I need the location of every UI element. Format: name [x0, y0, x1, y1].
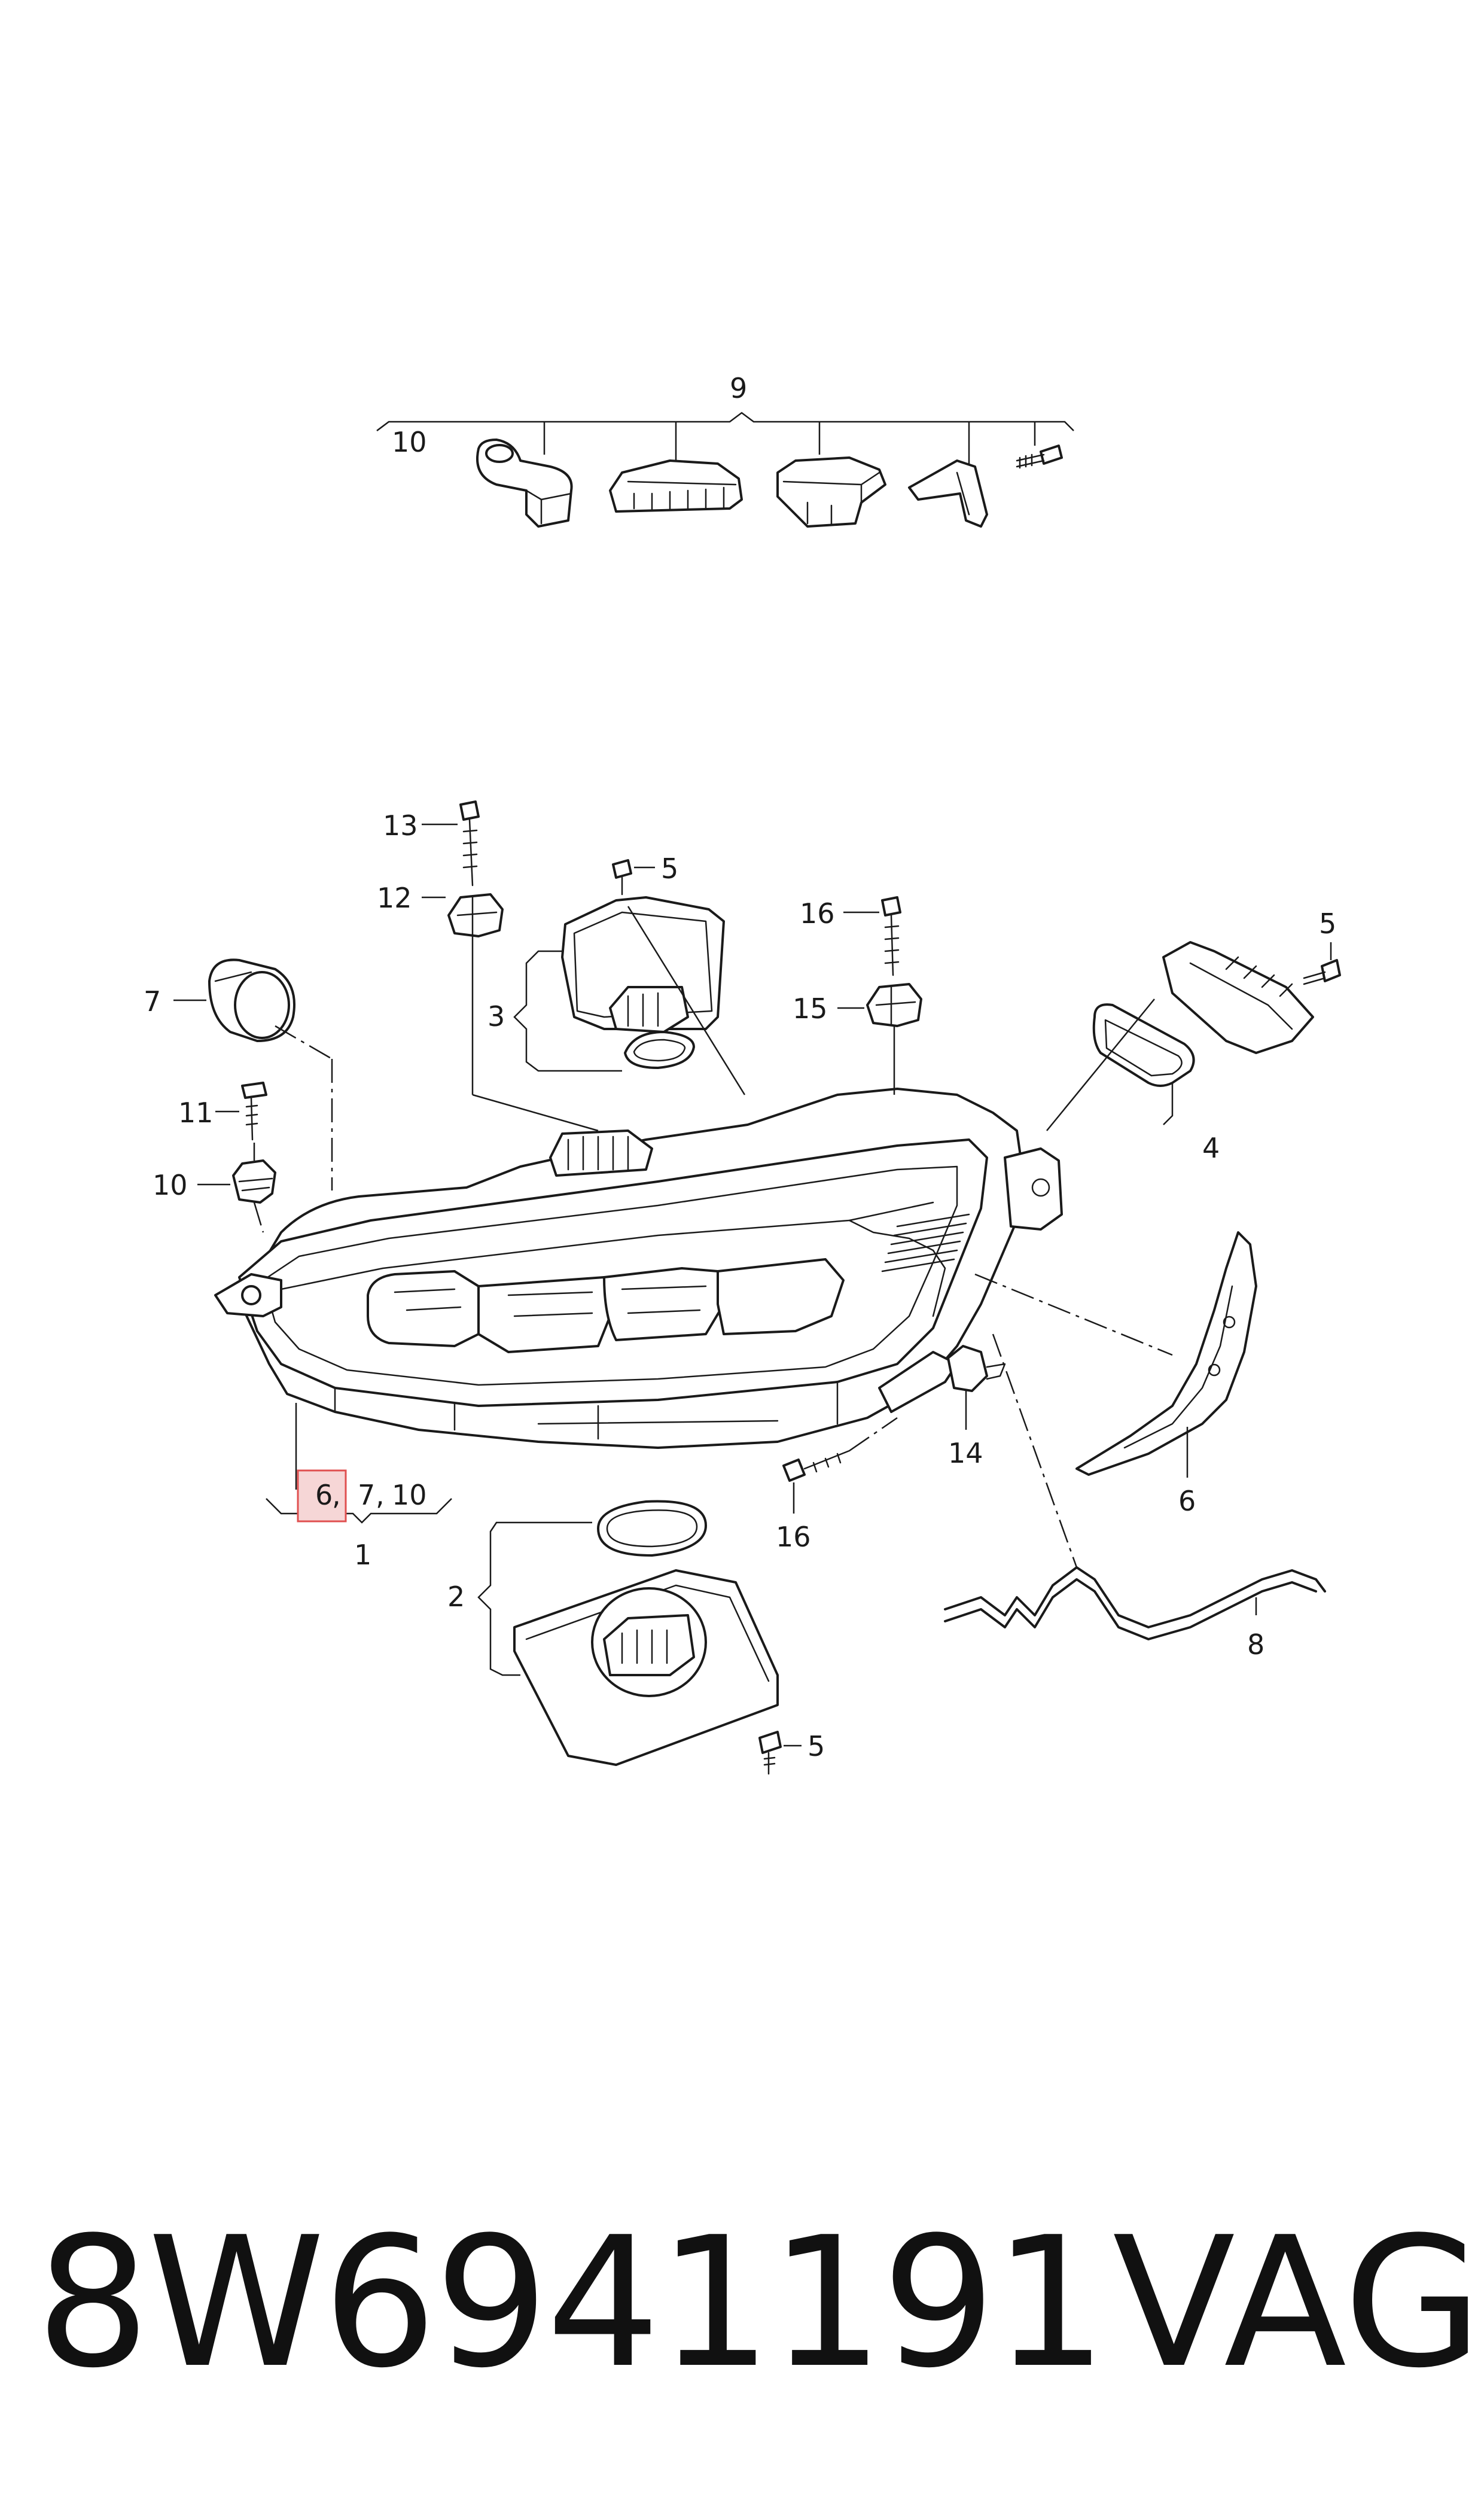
callout-16-bottom: 16: [776, 1521, 811, 1553]
small-screw-kit: [1016, 444, 1063, 469]
assembly-callout-1: 6 , 7 , 10 1: [266, 1403, 452, 1571]
callout-5-bottom: 5: [807, 1730, 825, 1762]
callout-5-right: 5: [1319, 908, 1336, 940]
adjuster-14-16-lower: 14 16: [776, 1345, 1006, 1553]
callout-10-kit: 10: [392, 426, 427, 458]
callout-1: 1: [354, 1539, 371, 1571]
callout-11: 11: [178, 1097, 214, 1129]
gasket-4: [1092, 1003, 1195, 1087]
callout-10-group: 10: [392, 1479, 427, 1511]
headlight-housing: [214, 1088, 1063, 1449]
callout-15: 15: [793, 992, 828, 1025]
callout-3: 3: [487, 1000, 505, 1033]
comma-1: ,: [332, 1479, 341, 1511]
callout-2: 2: [447, 1581, 465, 1613]
callout-7-group: 7: [358, 1479, 375, 1511]
callout-16-top: 16: [800, 897, 835, 930]
part-number-label: 8W6941191: [36, 2199, 1108, 2407]
callout-14: 14: [948, 1437, 983, 1469]
rear-module-4: 4 5: [1046, 908, 1341, 1164]
led-control-module: 2 5: [447, 1500, 825, 1775]
cap-7: 7: [144, 958, 333, 1191]
trim-strip-6: 6: [974, 1231, 1257, 1517]
mounting-tab-bracket-2: [609, 459, 743, 513]
mounting-tab-bracket-3: [776, 456, 886, 528]
adjuster-10-11: 10 11: [153, 1082, 276, 1233]
callout-6-group: 6: [315, 1479, 333, 1511]
callout-6-right: 6: [1178, 1485, 1196, 1517]
highlight-box: [297, 1469, 347, 1523]
callout-4: 4: [1202, 1132, 1220, 1164]
seal-ring: [597, 1500, 707, 1557]
mounting-tab-bracket-4: [908, 459, 988, 528]
callout-8: 8: [1247, 1628, 1264, 1661]
comma-2: ,: [376, 1479, 385, 1511]
adjuster-15-16: 16 15: [793, 896, 922, 1095]
projector-module-right: [603, 1267, 725, 1341]
left-mounting-ear: [214, 1273, 282, 1317]
control-unit-3: 3 5: [487, 852, 746, 1095]
callout-10-left: 10: [153, 1169, 188, 1201]
callout-12: 12: [377, 882, 412, 914]
callout-9: 9: [730, 372, 747, 404]
callout-5-top: 5: [661, 852, 678, 885]
mounting-tab-bracket-1: [476, 439, 573, 528]
callout-13: 13: [383, 809, 418, 842]
brand-label: VAG: [1113, 2199, 1483, 2407]
cable-8: 8: [944, 1333, 1326, 1661]
adjuster-12-13: 13 12: [377, 800, 599, 1132]
top-connector: [549, 1129, 653, 1177]
callout-7-left: 7: [144, 985, 161, 1018]
repair-kit-group: 9 10: [376, 372, 1074, 528]
